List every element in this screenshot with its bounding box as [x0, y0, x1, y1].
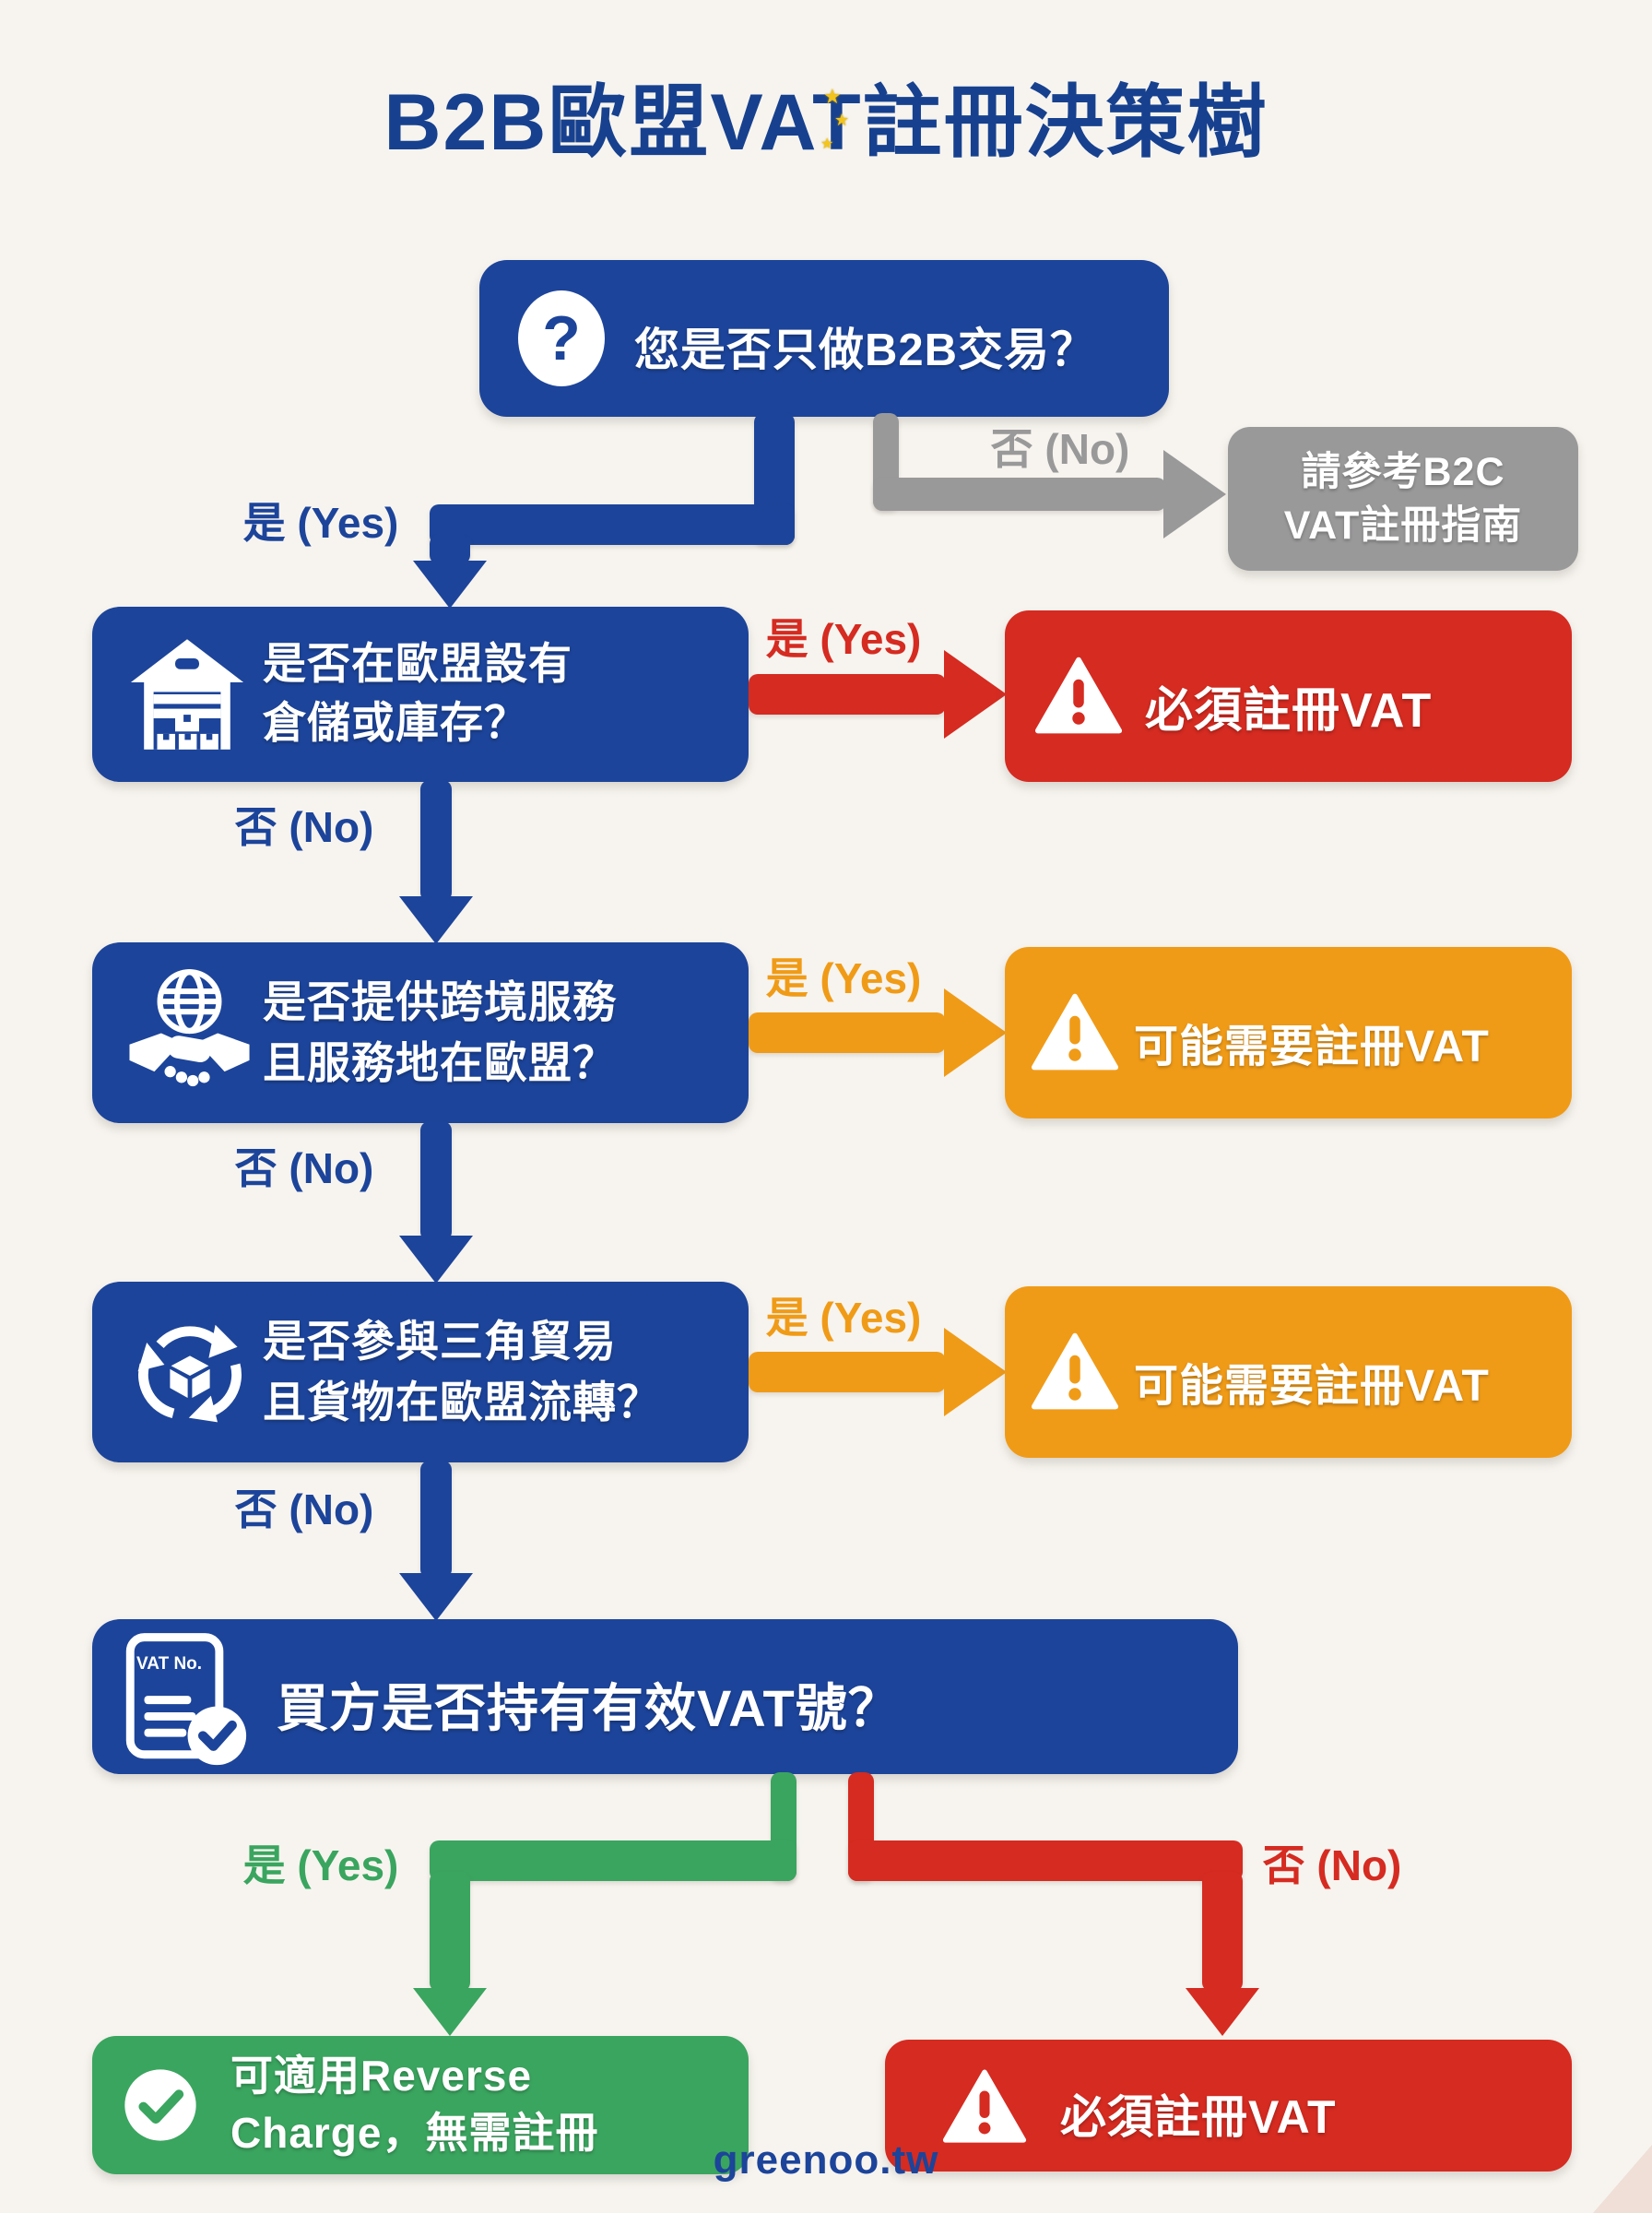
connector-q4-no-arrowhead	[399, 1573, 473, 1621]
flowchart-title: B2B歐盟VAT註冊決策樹	[384, 78, 1268, 167]
reverse-charge-line1: 可適用Reverse	[230, 2052, 533, 2100]
vat-doc-label: VAT No.	[136, 1654, 203, 1674]
label-q4-no: 否 (No)	[234, 1485, 374, 1533]
q4-line1: 是否參與三角貿易	[263, 1317, 617, 1366]
connector-q5-no-bar	[848, 1840, 1243, 1881]
corner-decoration	[1593, 2145, 1652, 2213]
label-q2-yes: 是 (Yes)	[765, 615, 922, 663]
connector-q3-yes-bar	[749, 1012, 946, 1053]
label-q2-no: 否 (No)	[234, 803, 374, 851]
connector-q5-no-arrowhead	[1186, 1988, 1259, 2036]
warning-icon	[1031, 1332, 1119, 1410]
label-q1-no: 否 (No)	[990, 425, 1130, 473]
connector-q1-yes-stem2	[430, 535, 470, 564]
q4-line2: 且貨物在歐盟流轉？	[263, 1378, 661, 1426]
connector-q4-yes-bar	[749, 1352, 946, 1392]
warning-icon	[942, 2069, 1027, 2143]
q2-line2: 倉儲或庫存？	[263, 698, 528, 747]
q2-line1: 是否在歐盟設有	[263, 639, 572, 688]
connector-q1-yes-arrowhead	[413, 561, 487, 609]
label-q5-no: 否 (No)	[1262, 1841, 1402, 1889]
connector-q2-no-arrowhead	[399, 896, 473, 944]
eu-star-icon: ★	[820, 136, 834, 152]
connector-q3-no-arrowhead	[399, 1236, 473, 1284]
must-register-1-text: 必須註冊VAT	[1145, 684, 1433, 738]
node-must-register-1: 必須註冊VAT	[1005, 610, 1572, 782]
b2c-guide-line2: VAT註冊指南	[1283, 503, 1523, 548]
footer-watermark: greenoo.tw	[713, 2137, 939, 2183]
connector-q4-no-stem	[420, 1461, 452, 1579]
connector-q5-no-stem2	[1202, 1872, 1243, 1992]
connector-q4-yes-arrowhead	[944, 1328, 1007, 1416]
q3-line2: 且服務地在歐盟？	[263, 1038, 617, 1087]
connector-q1-no-bar	[873, 478, 1166, 511]
q3-line1: 是否提供跨境服務	[263, 977, 617, 1026]
label-q4-yes: 是 (Yes)	[765, 1294, 922, 1342]
globe-handshake-icon	[129, 969, 250, 1087]
node-must-register-2: 必須註冊VAT	[885, 2040, 1572, 2172]
check-circle-icon	[124, 2069, 196, 2141]
connector-q3-no-stem	[420, 1121, 452, 1241]
maybe-register-1-text: 可能需要註冊VAT	[1134, 1023, 1490, 1071]
warning-icon	[1034, 657, 1123, 734]
must-register-2-text: 必須註冊VAT	[1060, 2091, 1337, 2143]
node-q5: VAT No. 買方是否持有有效VAT號？	[92, 1619, 1238, 1774]
node-q2: 是否在歐盟設有 倉儲或庫存？	[92, 607, 749, 782]
connector-q2-no-stem	[420, 780, 452, 902]
eu-star-icon: ★	[823, 85, 842, 108]
question-glyph: ?	[542, 303, 581, 373]
maybe-register-2-text: 可能需要註冊VAT	[1134, 1362, 1490, 1411]
connector-q5-yes-bar	[430, 1840, 796, 1881]
reverse-charge-line2: Charge，無需註冊	[230, 2109, 599, 2157]
node-q1: ? 您是否只做B2B交易？	[479, 260, 1169, 417]
node-reverse-charge: 可適用Reverse Charge，無需註冊	[92, 2036, 749, 2174]
connector-q2-yes-bar	[749, 674, 946, 715]
question-icon: ?	[518, 290, 605, 386]
warning-icon	[1031, 993, 1119, 1071]
connector-q2-yes-arrowhead	[944, 650, 1007, 739]
warehouse-icon	[130, 639, 244, 750]
q5-text: 買方是否持有有效VAT號？	[277, 1679, 901, 1737]
node-q4: 是否參與三角貿易 且貨物在歐盟流轉？	[92, 1282, 749, 1462]
node-b2c-guide: 請參考B2C VAT註冊指南	[1228, 427, 1578, 571]
node-q3: 是否提供跨境服務 且服務地在歐盟？	[92, 942, 749, 1123]
connector-q5-yes-arrowhead	[413, 1988, 487, 2036]
connector-q1-yes-bar	[430, 504, 795, 545]
node-maybe-register-1: 可能需要註冊VAT	[1005, 947, 1572, 1118]
q1-text: 您是否只做B2B交易？	[634, 325, 1097, 375]
label-q3-no: 否 (No)	[234, 1144, 374, 1192]
eu-star-icon: ★	[834, 111, 850, 129]
connector-q1-no-arrowhead	[1163, 450, 1226, 538]
node-maybe-register-2: 可能需要註冊VAT	[1005, 1286, 1572, 1458]
label-q3-yes: 是 (Yes)	[765, 954, 922, 1002]
b2c-guide-line1: 請參考B2C	[1301, 450, 1505, 494]
connector-q5-yes-stem2	[430, 1872, 470, 1992]
vat-document-icon: VAT No.	[116, 1630, 254, 1769]
recycle-box-icon	[137, 1324, 242, 1423]
connector-q3-yes-arrowhead	[944, 988, 1007, 1077]
label-q5-yes: 是 (Yes)	[242, 1841, 399, 1889]
label-q1-yes: 是 (Yes)	[242, 499, 399, 547]
